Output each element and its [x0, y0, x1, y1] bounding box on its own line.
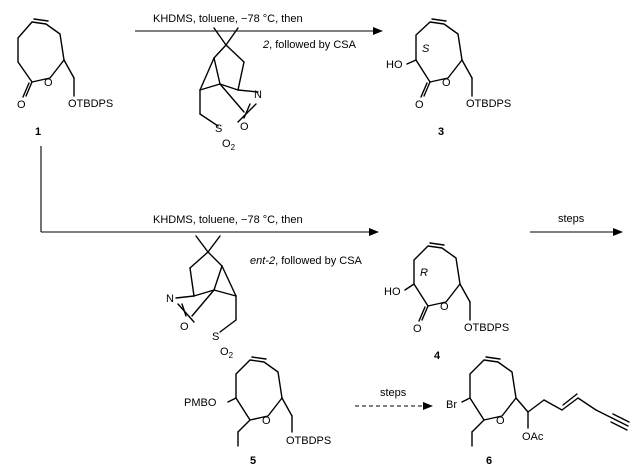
c5-pmbo-label: PMBO — [184, 397, 217, 409]
compound-1: O O OTBDPS 1 — [17, 18, 113, 138]
c1-carbonyl-oxygen: O — [17, 99, 26, 111]
reagent-ent-2-oxygen: O — [180, 321, 189, 333]
reagent-2-sulfur: S — [215, 123, 222, 135]
c4-stereo-descriptor: R — [420, 267, 428, 279]
compound-4: R HO O O OTBDPS 4 — [384, 242, 509, 362]
c1-ring-oxygen: O — [44, 77, 53, 89]
reagent-ent-2-sulfonyl: O2 — [220, 346, 234, 360]
c3-compound-number: 3 — [438, 126, 444, 138]
c6-bromo-label: Br — [446, 399, 457, 411]
c5-compound-number: 5 — [250, 455, 256, 467]
c4-hydroxyl: HO — [384, 286, 401, 298]
reagent-ent-2-sulfur: S — [212, 331, 219, 343]
reagent-2-nitrogen: N — [254, 89, 262, 101]
c6-compound-number: 6 — [486, 455, 492, 467]
c4-carbonyl-oxygen: O — [413, 323, 422, 335]
top-arrow-reagent-text: 2, followed by CSA — [262, 39, 357, 51]
middle-arrow-conditions: KHDMS, toluene, −78 °C, then — [153, 214, 303, 226]
c4-compound-number: 4 — [434, 350, 441, 362]
reagent-2-sulfonyl: O2 — [222, 138, 236, 152]
reagent-ent-2-structure: N O S O2 — [166, 235, 237, 360]
c1-otbdps-label: OTBDPS — [68, 98, 113, 110]
reagent-2-oxygen: O — [240, 121, 249, 133]
c5-ring-oxygen: O — [262, 415, 271, 427]
c4-otbdps-label: OTBDPS — [464, 322, 509, 334]
c3-hydroxyl: HO — [386, 59, 403, 71]
reagent-ent-2-nitrogen: N — [166, 293, 174, 305]
reagent-2-structure: N O S O2 — [199, 27, 262, 152]
c5-otbdps-label: OTBDPS — [286, 435, 331, 447]
compound-6: Br O OAc 6 — [446, 356, 630, 467]
steps-right-label: steps — [558, 213, 585, 225]
steps-bottom-label: steps — [380, 387, 407, 399]
c4-ring-oxygen: O — [440, 301, 449, 313]
c6-acetate-label: OAc — [522, 431, 544, 443]
c3-carbonyl-oxygen: O — [415, 99, 424, 111]
c3-otbdps-label: OTBDPS — [466, 98, 511, 110]
c3-stereo-descriptor: S — [422, 43, 430, 55]
compound-5: PMBO O OTBDPS 5 — [184, 356, 331, 467]
middle-arrow-reagent-text: ent-2, followed by CSA — [250, 255, 363, 267]
c1-compound-number: 1 — [35, 126, 41, 138]
top-arrow-conditions: KHDMS, toluene, −78 °C, then — [153, 13, 303, 25]
c6-ring-oxygen: O — [496, 415, 505, 427]
c3-ring-oxygen: O — [442, 77, 451, 89]
compound-3: S HO O O OTBDPS 3 — [386, 18, 511, 138]
